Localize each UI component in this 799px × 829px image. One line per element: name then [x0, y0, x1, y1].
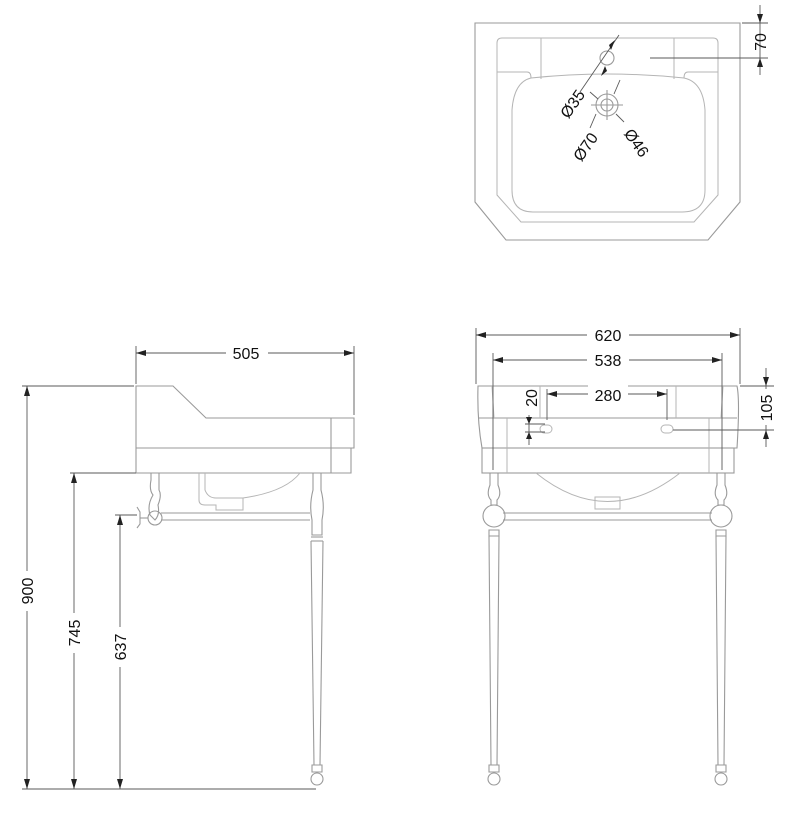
dim-tap-hole: Ø35: [558, 87, 589, 122]
dim-waste-outer: Ø70: [571, 130, 602, 165]
side-bowl: [198, 472, 301, 511]
front-bowl: [535, 472, 681, 502]
dim-rail-height: 637: [113, 634, 130, 661]
side-leg-front: [147, 473, 163, 526]
dim-leg-centres: 538: [595, 353, 622, 370]
dim-overall-width: 620: [595, 328, 622, 345]
tap-hole: [599, 50, 615, 66]
dim-overall-height: 900: [20, 578, 37, 605]
front-leg-left: [482, 473, 506, 786]
dim-basin-underside: 745: [67, 620, 84, 647]
deck-corner-left: [497, 71, 532, 79]
dim-overflow-height: 20: [524, 389, 541, 407]
side-view: 505 900 745 637: [17, 342, 355, 790]
overflow-right: [660, 424, 674, 434]
plan-outer-rim: [474, 22, 741, 241]
dim-deck-depth: 70: [753, 33, 770, 51]
dim-depth: 505: [233, 346, 260, 363]
dim-waste-inner: Ø46: [620, 126, 651, 161]
dim-overflow-centres: 280: [595, 388, 622, 405]
front-basin-top: [477, 385, 740, 449]
plan-bowl: [511, 73, 706, 213]
plan-view: 70 Ø35 Ø70 Ø46: [474, 5, 770, 241]
deck-corner-right: [683, 71, 718, 79]
side-leg-rear: [310, 473, 324, 786]
front-leg-right: [709, 473, 733, 786]
front-view: 620 538 280 20 105: [475, 324, 776, 786]
side-basin-body: [135, 385, 355, 474]
rail-end-cap: [136, 506, 141, 529]
front-basin-base: [481, 447, 735, 474]
dim-basin-depth: 105: [759, 395, 776, 422]
front-waste: [594, 496, 621, 510]
overflow-left: [539, 424, 553, 434]
plan-inner-rim: [496, 37, 719, 223]
